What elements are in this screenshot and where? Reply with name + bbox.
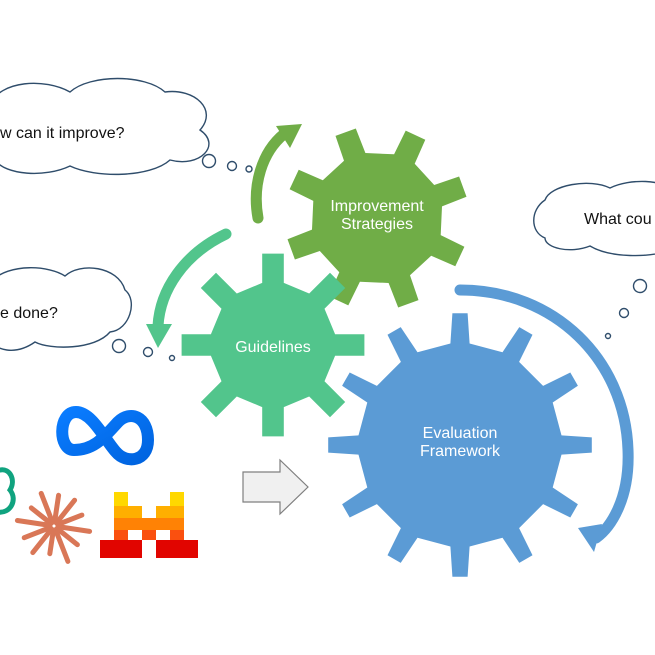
claude-logo-ray (55, 512, 85, 527)
claude-logo (14, 490, 93, 564)
claude-logo-ray (55, 524, 93, 534)
gear-improvement-shape (287, 128, 467, 308)
bubble-text-done: e done? (0, 305, 58, 322)
openai-logo (0, 467, 16, 515)
meta-logo (56, 406, 154, 466)
block-arrow-right (242, 458, 309, 516)
gear-evaluation-shape (328, 313, 592, 577)
bubble-text-improve: w can it improve? (0, 125, 125, 142)
thought-bubble-could: What cou (533, 180, 655, 340)
claude-logo-ray (47, 527, 56, 557)
claude-logo-ray (54, 497, 78, 526)
claude-logo-ray (53, 527, 71, 564)
arrow-blue-clockwise (454, 284, 634, 552)
gear-evaluation-label-line1: Evaluation (423, 425, 498, 442)
claude-logo-ray (52, 492, 62, 525)
claude-logo-ray (14, 518, 53, 528)
bubble-text-could: What cou (584, 211, 652, 228)
thought-bubble-improve: w can it improve? (0, 77, 253, 176)
claude-logo-ray (21, 525, 53, 541)
mistral-logo (100, 492, 198, 558)
gear-guidelines-label: Guidelines (235, 339, 311, 356)
gear-improvement-label-line2: Strategies (341, 216, 413, 233)
claude-logo-ray (38, 490, 55, 525)
gear-guidelines-shape (181, 253, 365, 437)
arrow-green-up (250, 124, 302, 224)
gear-evaluation-framework: Evaluation Framework (328, 313, 592, 577)
thought-bubble-done: e done? (0, 267, 176, 362)
claude-logo-ray (28, 505, 54, 526)
gear-improvement-label-line1: Improvement (330, 198, 424, 215)
arrow-mint-down (146, 228, 232, 348)
gear-improvement-strategies: Improvement Strategies (287, 128, 467, 308)
claude-logo-ray (30, 526, 54, 556)
gear-evaluation-label-line2: Framework (420, 443, 501, 460)
gear-guidelines: Guidelines (181, 253, 365, 437)
claude-logo-ray (54, 526, 80, 548)
